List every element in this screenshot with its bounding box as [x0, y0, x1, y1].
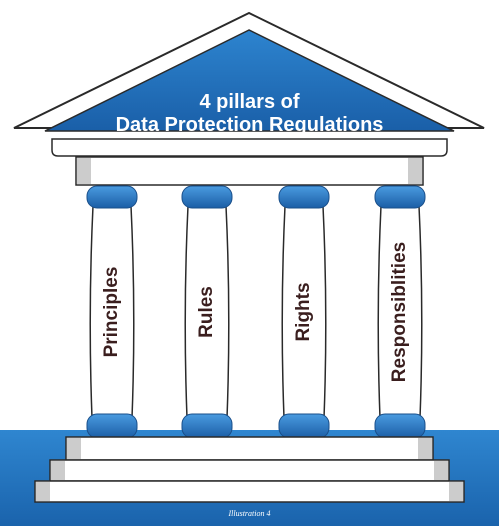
pillar-label-rights: Rights: [293, 282, 314, 342]
roof-pediment: [44, 29, 455, 132]
pillar-label-principles: Principles: [101, 266, 122, 358]
roof-title-line-1: 4 pillars of: [199, 91, 300, 113]
steps: [34, 436, 465, 503]
pillar-capital: [181, 185, 233, 209]
step-bottom: [34, 480, 465, 503]
pillar-base: [181, 413, 233, 439]
pillar-rules: [181, 185, 233, 439]
roof-title-line-2: Data Protection Regulations: [115, 114, 384, 136]
pillars: [86, 185, 426, 439]
pillar-label-responsibilities: Responsiblities: [389, 241, 410, 383]
pillar-base: [374, 413, 426, 439]
architrave-end-left: [77, 158, 91, 184]
pillar-principles: [86, 185, 138, 439]
step-middle: [49, 459, 450, 482]
architrave: [75, 156, 424, 186]
cornice: [51, 138, 448, 157]
architrave-end-right: [408, 158, 422, 184]
pillar-label-rules: Rules: [196, 286, 217, 338]
pillar-capital: [374, 185, 426, 209]
step-top: [65, 436, 434, 461]
pillar-rights: [278, 185, 330, 439]
pillar-base: [86, 413, 138, 439]
illustration-caption: Illustration 4: [228, 509, 271, 518]
pillar-capital: [278, 185, 330, 209]
pillar-responsibilities: [374, 185, 426, 439]
pillar-base: [278, 413, 330, 439]
pillar-capital: [86, 185, 138, 209]
